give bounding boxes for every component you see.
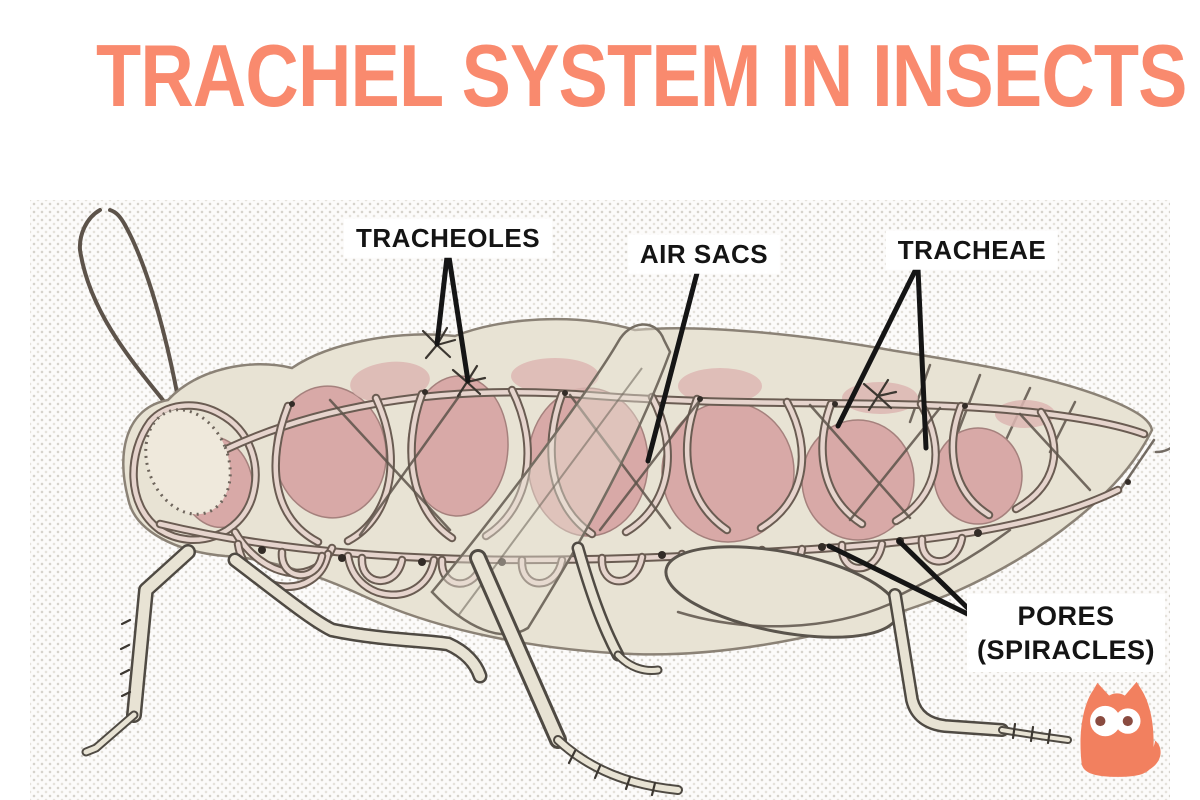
label-pores-spiracles: PORES (SPIRACLES)	[966, 594, 1166, 672]
label-pores-line1: PORES	[1017, 601, 1115, 631]
label-pores-line2: (SPIRACLES)	[976, 635, 1156, 665]
antennae-lines	[77, 208, 184, 422]
diagram-panel: TRACHEOLES AIR SACS TRACHEAE PORES (SPIR…	[30, 200, 1170, 800]
label-tracheae: TRACHEAE	[885, 230, 1059, 270]
leader-line-tracheae	[835, 266, 929, 451]
page-title: TRACHEL SYSTEM IN INSECTS	[96, 26, 1188, 125]
label-air-sacs: AIR SACS	[627, 234, 781, 274]
tracheae-tubes	[134, 390, 1144, 595]
label-tracheoles: TRACHEOLES	[343, 218, 553, 258]
leader-line-tracheoles	[434, 254, 471, 384]
insect-illustration	[77, 208, 1170, 797]
cat-mascot-icon	[1080, 681, 1161, 777]
leader-line-air-sacs	[645, 270, 700, 464]
tracheole-sprays	[421, 326, 898, 412]
insect-head	[144, 408, 232, 516]
insect-legs	[81, 541, 1072, 797]
